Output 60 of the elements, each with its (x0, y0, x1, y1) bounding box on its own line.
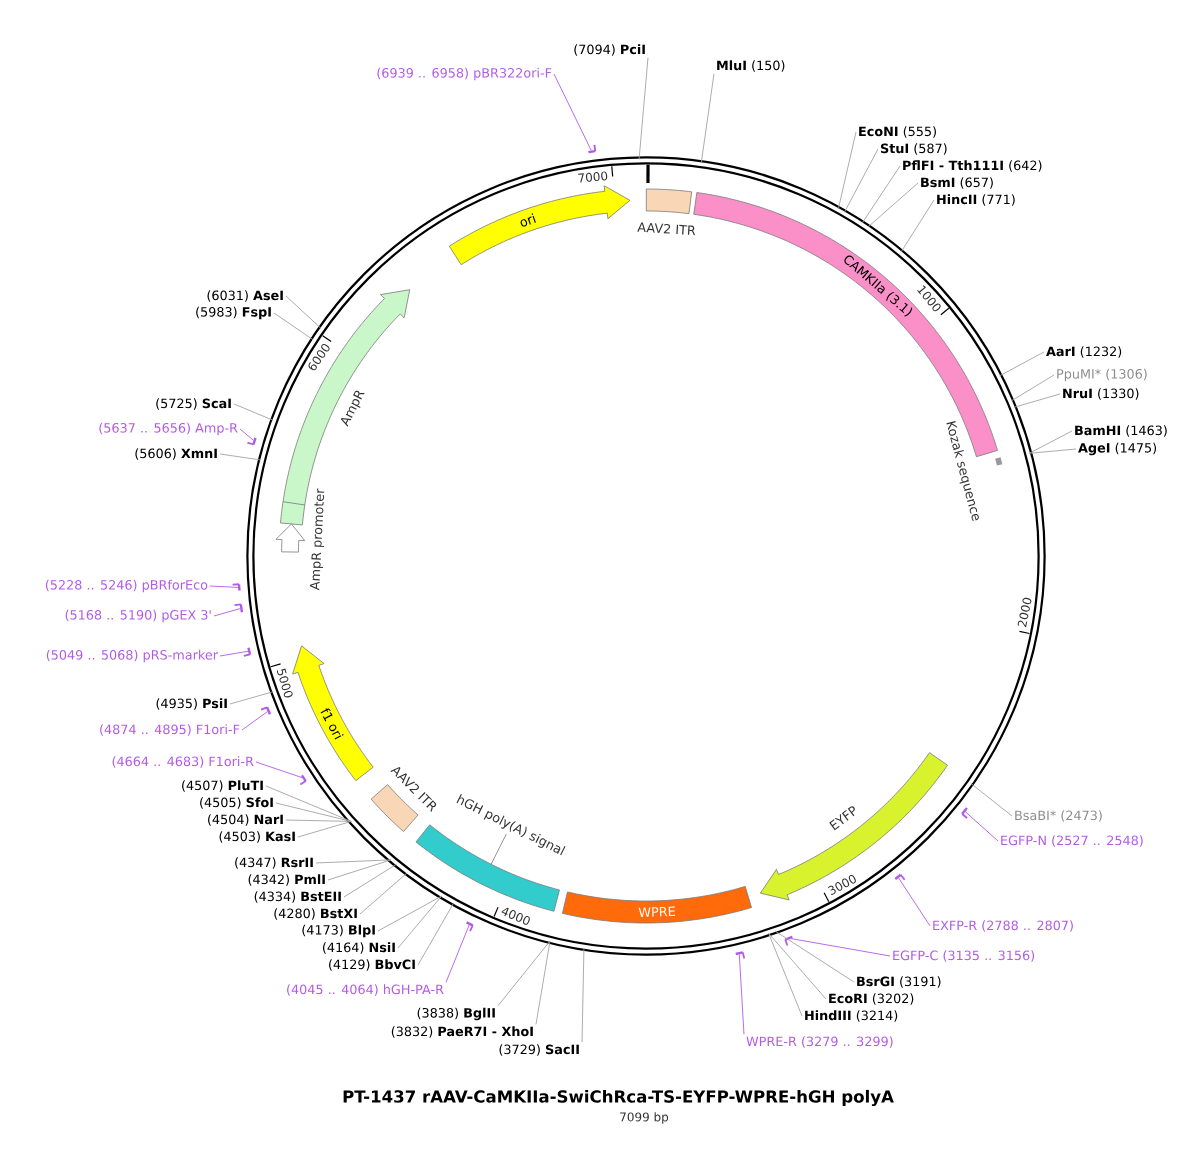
primer-mark (233, 603, 244, 613)
leader-line (229, 691, 274, 705)
leader-line (285, 819, 352, 822)
leader-line (255, 761, 303, 779)
primer-mark (784, 935, 793, 947)
leader-line (327, 859, 392, 881)
leader-line (315, 859, 392, 864)
leader-line (553, 73, 592, 151)
leader-line (861, 165, 901, 224)
leader-line (700, 73, 715, 164)
leader-line (445, 924, 470, 983)
leader-line (343, 863, 397, 898)
leader-line (738, 953, 745, 1035)
primer-mark (242, 647, 252, 657)
leader-line (275, 802, 352, 822)
leader-line (898, 877, 931, 927)
leader-line (297, 820, 352, 838)
primer-mark (735, 951, 746, 960)
primer-mark (961, 807, 968, 819)
leader-line (900, 199, 935, 253)
leader-line (497, 940, 551, 1007)
primer-mark (299, 774, 307, 786)
leader-line (790, 938, 891, 957)
leader-line (219, 650, 249, 657)
leader-line (265, 785, 352, 822)
leader-line (581, 947, 585, 1043)
leader-line (999, 351, 1045, 377)
leader-line (1010, 374, 1055, 402)
leader-line (239, 428, 254, 441)
leader-line (964, 811, 999, 842)
leader-line (233, 403, 274, 421)
leader-line (535, 940, 551, 1025)
leader-line (1028, 430, 1073, 454)
leader-line (219, 453, 262, 461)
primer-mark (231, 583, 241, 591)
leader-line (213, 608, 241, 617)
leader-line (970, 783, 1013, 817)
leader-line (417, 902, 455, 966)
leader-line (209, 585, 239, 588)
leader-line (241, 711, 268, 731)
primer-mark (588, 143, 597, 154)
title: PT-1437 rAAV-CaMKIIa-SwiChRca-TS-EYFP-WPRE-hGH polyA (343, 1089, 894, 1107)
primer-mark (260, 706, 272, 715)
leader-line (638, 57, 649, 160)
leader-line (1013, 393, 1061, 408)
leader-line (843, 148, 879, 213)
primer-mark (246, 437, 257, 446)
leader-line (867, 182, 919, 228)
leader-line (1028, 448, 1077, 454)
primer-mark (894, 873, 906, 881)
leader-line (273, 312, 314, 341)
leader-line (837, 131, 857, 210)
primer-mark (466, 921, 474, 933)
leader-line (768, 932, 803, 1017)
leader-line (768, 932, 827, 1000)
leader-line (359, 872, 408, 915)
leader-line (377, 895, 443, 932)
leader-line (774, 930, 855, 983)
leader-line (397, 895, 443, 949)
leader-line (285, 295, 322, 329)
